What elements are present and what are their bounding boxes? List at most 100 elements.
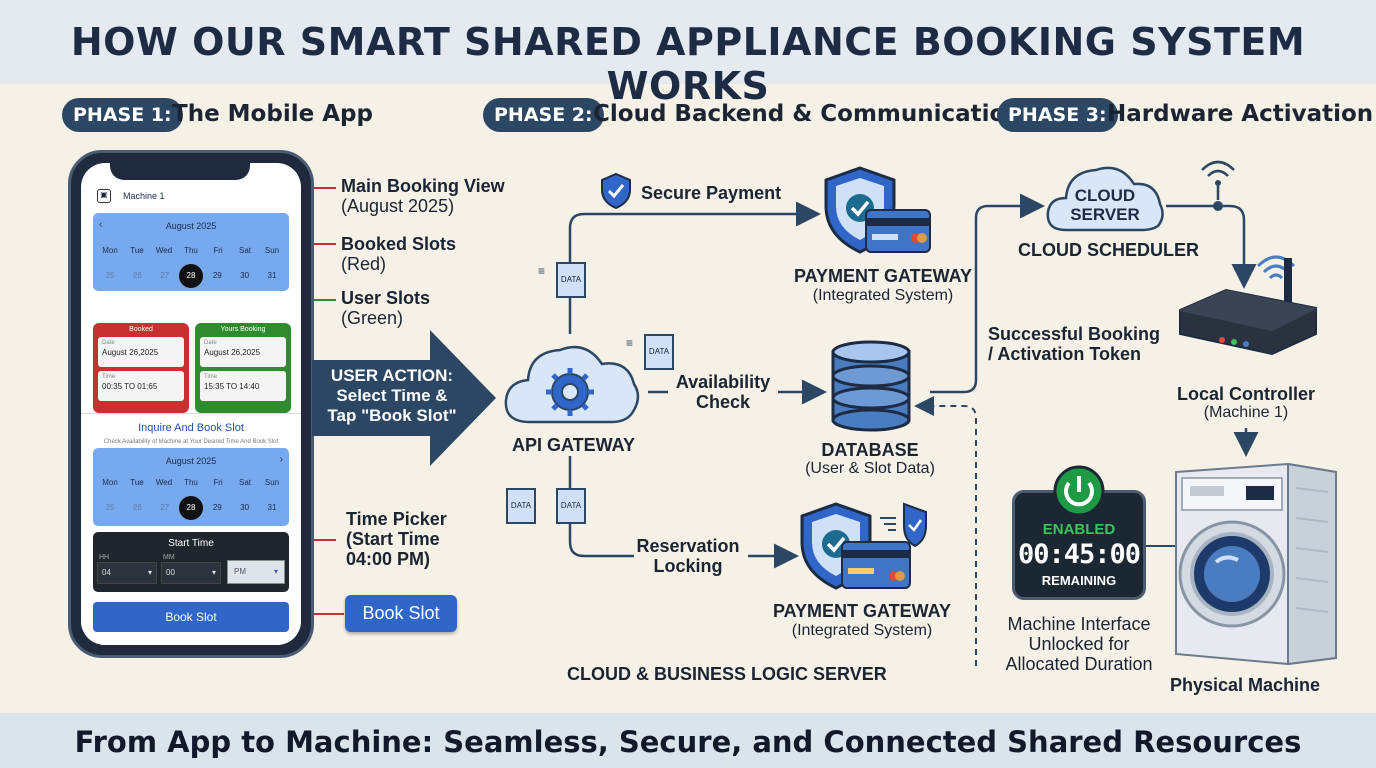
interface-l2: Unlocked for	[1028, 634, 1130, 654]
date-cell[interactable]: 30	[240, 271, 250, 280]
day-label: Mon	[102, 246, 118, 255]
secure-payment-label: Secure Payment	[641, 183, 782, 203]
api-gateway-cloud-icon	[504, 345, 640, 424]
day-label: Wed	[155, 246, 173, 255]
hh-label: HH	[99, 554, 110, 561]
date-label: Date	[102, 340, 115, 346]
inquire-panel: Inquire And Book Slot Check Availability…	[81, 413, 301, 645]
cloud-server-l1: CLOUD	[1074, 186, 1136, 205]
user-action-l2: Select Time &	[336, 386, 448, 405]
date-cell-selected[interactable]: 28	[178, 264, 203, 288]
callout-booked: Booked Slots(Red)	[341, 234, 456, 274]
time-picker[interactable]: Start Time HH MM 04▾ 00▾ PM▾	[93, 532, 289, 592]
time-label: Time	[204, 374, 218, 380]
calendar-dates: 25 26 27 28 29 30 31	[97, 496, 285, 520]
minute-value: 00	[166, 568, 175, 577]
calendar-dates: 25 26 27 28 29 30 31	[97, 264, 285, 288]
user-card-title: Yours Booking	[220, 326, 266, 333]
chevron-down-icon: ▾	[147, 568, 152, 577]
calendar-month: August 2025	[165, 221, 217, 231]
callout-time-title: Time Picker	[346, 509, 447, 529]
line-db-to-cloud	[930, 193, 1045, 394]
date-cell[interactable]: 29	[212, 271, 222, 280]
database-name: DATABASE	[821, 440, 919, 460]
payment-gateway-top-name: PAYMENT GATEWAY	[793, 266, 973, 286]
book-slot-callout-button[interactable]: Book Slot	[345, 595, 457, 632]
date-cell[interactable]: 29	[212, 503, 222, 512]
day-label: Sat	[238, 246, 251, 255]
data-doc-2: ≡ DATA	[626, 334, 674, 370]
hour-select[interactable]: 04▾	[97, 562, 157, 584]
payment-gateway-bottom-icon	[800, 502, 927, 590]
date-cell[interactable]: 26	[132, 503, 142, 512]
date-cell[interactable]: 31	[267, 271, 277, 280]
date-cell[interactable]: 27	[160, 271, 170, 280]
day-label: Wed	[155, 478, 173, 487]
date-cell[interactable]: 30	[240, 503, 250, 512]
callout-user: User Slots(Green)	[341, 288, 430, 328]
server-label: CLOUD & BUSINESS LOGIC SERVER	[567, 664, 887, 684]
day-label: Fri	[213, 246, 223, 255]
ampm-select[interactable]: PM▾	[227, 560, 285, 584]
shield-check-icon	[601, 172, 631, 210]
success-label: Successful Booking/ Activation Token	[988, 324, 1160, 364]
date-cell[interactable]: 27	[160, 503, 170, 512]
prev-month-icon[interactable]: ‹	[99, 219, 103, 230]
power-icon[interactable]	[1052, 464, 1106, 518]
phase-1-title: The Mobile App	[172, 101, 373, 127]
washing-machine-icon	[1175, 462, 1337, 666]
booked-card-title: Booked	[129, 326, 153, 333]
physical-machine-label: Physical Machine	[1170, 675, 1321, 695]
date-cell-selected[interactable]: 28	[178, 496, 203, 520]
router-icon	[1179, 255, 1317, 356]
day-label: Sun	[264, 246, 280, 255]
book-slot-button[interactable]: Book Slot	[93, 602, 289, 632]
phase-2-title: Cloud Backend & Communication	[593, 101, 1022, 127]
database-icon	[831, 340, 911, 432]
day-label: Sat	[238, 478, 251, 487]
data-doc-1: ≡ DATA	[538, 262, 586, 298]
minute-select[interactable]: 00▾	[161, 562, 221, 584]
ampm-value: PM	[234, 567, 246, 576]
callout-time-sub: (Start Time	[346, 529, 440, 549]
data-doc-label: DATA	[644, 334, 674, 370]
phase-1-tag: PHASE 1:	[62, 98, 183, 132]
data-doc-label: DATA	[556, 262, 586, 298]
date-cell[interactable]: 31	[267, 503, 277, 512]
next-month-icon[interactable]: ›	[279, 454, 283, 465]
user-date: August 26,2025	[204, 348, 261, 357]
callout-booked-title: Booked Slots	[341, 234, 457, 254]
page-title: HOW OUR SMART SHARED APPLIANCE BOOKING S…	[70, 20, 1306, 108]
data-doc-4: DATA	[556, 488, 586, 524]
day-label: Thu	[184, 246, 198, 255]
day-label: Fri	[213, 478, 223, 487]
display-time: 00:45:00	[1017, 539, 1141, 570]
scheduler-label: CLOUD SCHEDULER	[1018, 240, 1200, 260]
callout-user-title: User Slots	[341, 288, 431, 308]
callout-user-sub: (Green)	[341, 308, 404, 328]
date-cell[interactable]: 25	[105, 503, 115, 512]
day-label: Thu	[184, 478, 198, 487]
date-cell[interactable]: 26	[132, 271, 142, 280]
phase-3-tag: PHASE 3:	[997, 98, 1118, 132]
api-gateway-label: API GATEWAY	[512, 435, 636, 455]
inquire-subtitle: Check Availability of Machine at Your De…	[103, 439, 279, 445]
callout-time-sub2: 04:00 PM)	[346, 549, 431, 569]
start-time-label: Start Time	[168, 538, 214, 549]
time-label: Time	[102, 374, 116, 380]
user-action-text: USER ACTION: Select Time & Tap "Book Slo…	[316, 366, 468, 426]
date-cell[interactable]: 25	[105, 271, 115, 280]
success-l1: Successful Booking	[988, 324, 1161, 344]
interface-l3: Allocated Duration	[1005, 654, 1153, 674]
availability-l2: Check	[695, 392, 751, 412]
phase-2-tag: PHASE 2:	[483, 98, 604, 132]
